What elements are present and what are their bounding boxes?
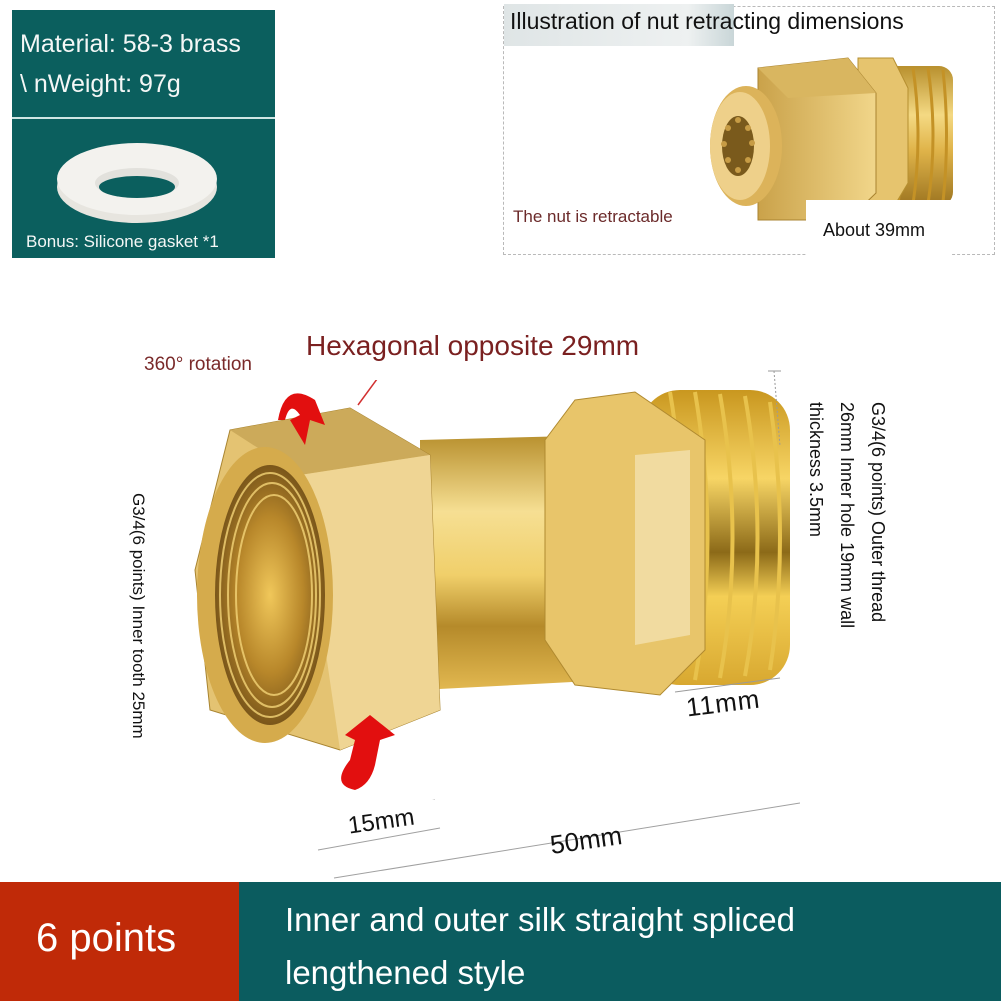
style-banner: [239, 882, 1001, 1001]
weight-text: \ nWeight: 97g: [20, 70, 181, 98]
hexagonal-size-label: Hexagonal opposite 29mm: [306, 330, 640, 361]
style-description: Inner and outer silk straight spliced le…: [285, 901, 795, 991]
height-dimension-line: [768, 370, 781, 447]
spec-panel: Material: 58-3 brass \ nWeight: 97g Bonu…: [12, 10, 275, 258]
main-fitting-image: [194, 380, 790, 800]
inner-thread-label: G3/4(6 points) Inner tooth 25mm: [129, 493, 148, 739]
size-label: 6 points: [36, 916, 177, 960]
illustration-title: Illustration of nut retracting dimension…: [510, 8, 904, 34]
retractable-note: The nut is retractable: [513, 207, 673, 226]
spec-divider: [12, 117, 275, 119]
length-note-box: [806, 200, 951, 255]
nut-illustration-frame: [503, 6, 995, 255]
silicone-gasket-image: [57, 143, 217, 223]
length-note: About 39mm: [823, 220, 926, 240]
outer-thread-label: G3/4(6 points) Outer thread 26mm Inner h…: [806, 402, 888, 629]
illustration-title-background: [504, 4, 734, 46]
retracted-fitting-image: [710, 57, 953, 221]
bonus-label: Bonus: Silicone gasket *1: [26, 232, 219, 251]
material-text: Material: 58-3 brass: [20, 30, 241, 58]
spec-material-weight: Material: 58-3 brass \ nWeight: 97g: [20, 24, 241, 104]
dimension-lines: [317, 802, 800, 879]
size-badge: [0, 882, 239, 1001]
rotation-label: 360° rotation: [144, 354, 252, 375]
